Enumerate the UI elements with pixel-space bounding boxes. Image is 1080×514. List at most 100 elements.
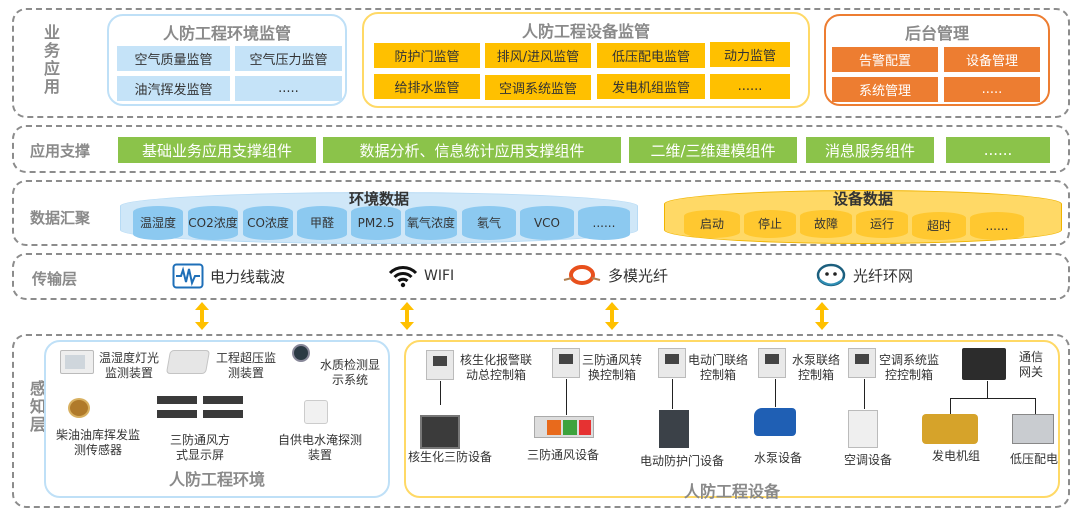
control-box-image: [848, 348, 876, 378]
support-layer: [12, 125, 1070, 173]
backend-item[interactable]: 设备管理: [944, 47, 1040, 72]
device-data-item[interactable]: 启动: [684, 210, 740, 238]
controller-label: 空调系统监控控制箱: [878, 353, 939, 382]
business-layer: [12, 8, 1070, 118]
controller-label: 电动门联络控制箱: [687, 353, 748, 382]
support-item[interactable]: 基础业务应用支撑组件: [118, 137, 316, 163]
env-data-item[interactable]: PM2.5: [351, 206, 401, 240]
env-device-label: 三防通风方式显示屏: [169, 433, 230, 462]
env-device-label: 自供电水淹探测装置: [278, 433, 363, 462]
env-data-item[interactable]: 温湿度: [133, 206, 183, 240]
connector-line: [987, 381, 988, 399]
env-device-label: 工程超压监测装置: [215, 351, 276, 380]
double-arrow-icon: [400, 302, 414, 330]
transport-label: WIFI: [424, 268, 455, 284]
business-layer-label: 业务应用: [41, 24, 60, 96]
device-data-item[interactable]: 故障: [800, 210, 852, 238]
thermo-hygrometer-image: [60, 350, 94, 374]
env-monitor-item[interactable]: 空气质量监管: [117, 46, 230, 71]
connector-line: [950, 398, 1036, 399]
env-monitor-item[interactable]: .....: [235, 76, 342, 101]
device-monitor-item[interactable]: 防护门监管: [374, 43, 480, 68]
support-item[interactable]: 消息服务组件: [806, 137, 934, 163]
equipment-label: 水泵设备: [753, 451, 802, 465]
device-data-item[interactable]: 超时: [912, 212, 966, 240]
display-screen-image: [157, 396, 197, 404]
perception-env-title: 人防工程环境: [168, 470, 265, 489]
equipment-label: 空调设备: [843, 453, 892, 467]
device-data-title: 设备数据: [832, 190, 893, 208]
control-box-image: [658, 348, 686, 378]
env-data-item[interactable]: ......: [578, 206, 630, 240]
env-data-item[interactable]: CO2浓度: [188, 206, 238, 240]
device-monitor-item[interactable]: 给排水监管: [374, 74, 480, 99]
connector-line: [440, 381, 441, 405]
env-monitor-item[interactable]: 油汽挥发监管: [117, 76, 230, 101]
env-data-item[interactable]: CO浓度: [243, 206, 293, 240]
oil-vapor-sensor-image: [68, 398, 90, 418]
device-monitor-item[interactable]: 发电机组监管: [597, 74, 705, 99]
transport-wifi[interactable]: WIFI: [388, 264, 454, 288]
transport-fiber[interactable]: 多模光纤: [562, 264, 668, 286]
backend-item[interactable]: 系统管理: [832, 77, 938, 102]
env-data-item[interactable]: 氡气: [462, 206, 516, 240]
gateway-image: [962, 348, 1006, 380]
data-layer: [12, 180, 1070, 246]
connector-line: [1035, 398, 1036, 414]
perception-layer: [12, 334, 1070, 508]
env-monitor-item[interactable]: 空气压力监管: [235, 46, 342, 71]
env-device-label: 温湿度灯光监测装置: [98, 351, 159, 380]
ventilation-unit-image: [534, 416, 594, 438]
air-conditioner-image: [848, 410, 878, 448]
equipment-label: 低压配电: [1009, 452, 1058, 466]
double-arrow-icon: [195, 302, 209, 330]
env-data-item[interactable]: VCO: [520, 206, 574, 240]
transport-plc[interactable]: 电力线载波: [172, 263, 285, 289]
backend-title: 后台管理: [904, 24, 969, 43]
overpressure-monitor-image: [165, 350, 211, 374]
equipment-label: 发电机组: [931, 449, 980, 463]
backend-item[interactable]: .....: [944, 77, 1040, 102]
controller-label: 三防通风转换控制箱: [581, 353, 642, 382]
support-layer-label: 应用支撑: [30, 142, 91, 160]
transport-label: 多模光纤: [608, 266, 669, 285]
perception-equipment-title: 人防工程设备: [683, 482, 780, 501]
env-monitor-title: 人防工程环境监管: [162, 24, 291, 43]
device-data-item[interactable]: 运行: [856, 210, 908, 238]
connector-line: [775, 379, 776, 407]
connector-line: [566, 379, 567, 415]
transport-label: 光纤环网: [853, 266, 914, 285]
control-box-image: [426, 350, 454, 380]
device-monitor-item[interactable]: 低压配电监管: [597, 43, 705, 68]
device-data-item[interactable]: ......: [970, 212, 1024, 240]
connector-line: [672, 379, 673, 409]
device-monitor-item[interactable]: 空调系统监管: [485, 75, 591, 100]
support-item[interactable]: 二维/三维建模组件: [629, 137, 797, 163]
device-monitor-item[interactable]: 排风/进风监管: [485, 43, 591, 68]
perception-layer-label: 感知层: [27, 380, 46, 434]
control-box-image: [758, 348, 786, 378]
controller-label: 通信网关: [1018, 350, 1043, 379]
support-item[interactable]: ......: [946, 137, 1050, 163]
device-monitor-title: 人防工程设备监管: [521, 22, 650, 41]
data-layer-label: 数据汇聚: [30, 209, 91, 227]
display-screen-image: [203, 396, 243, 404]
flood-detector-image: [304, 400, 328, 424]
transport-label: 电力线载波: [210, 267, 286, 286]
control-box-image: [552, 348, 580, 378]
env-data-item[interactable]: 甲醛: [297, 206, 347, 240]
wifi-icon: [388, 266, 418, 288]
device-monitor-item[interactable]: ......: [710, 74, 790, 99]
connector-line: [864, 379, 865, 409]
equipment-label: 电动防护门设备: [639, 454, 724, 468]
env-data-item[interactable]: 氧气浓度: [405, 206, 457, 240]
support-item[interactable]: 数据分析、信息统计应用支撑组件: [323, 137, 621, 163]
generator-frame-image: [420, 415, 460, 449]
backend-item[interactable]: 告警配置: [832, 47, 938, 72]
connector-line: [950, 398, 951, 414]
device-data-item[interactable]: 停止: [744, 210, 796, 238]
transport-ring[interactable]: 光纤环网: [815, 262, 913, 288]
fiber-ring-icon: [816, 263, 846, 287]
device-monitor-item[interactable]: 动力监管: [710, 42, 790, 67]
equipment-label: 核生化三防设备: [407, 450, 492, 464]
